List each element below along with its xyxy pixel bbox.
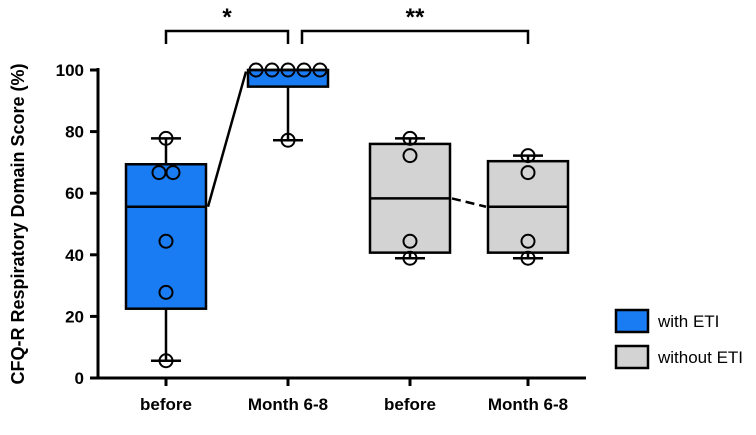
- x-tick-label: Month 6-8: [248, 395, 328, 414]
- box-with-eti: [246, 68, 330, 88]
- legend-swatch: [614, 308, 650, 334]
- median-connector-with-eti: [206, 71, 248, 208]
- data-point: [165, 165, 181, 181]
- y-tick-label: 60: [65, 184, 84, 203]
- significance-bracket: [300, 29, 530, 44]
- y-tick-label: 80: [65, 123, 84, 142]
- box-with-eti: [124, 162, 208, 310]
- legend-label: without ETI: [657, 348, 743, 367]
- data-point: [402, 233, 418, 249]
- legend-label: with ETI: [657, 312, 719, 331]
- data-point: [248, 62, 264, 78]
- y-axis-title: CFQ-R Respiratory Domain Score (%): [8, 63, 28, 384]
- x-tick-label: before: [140, 395, 192, 414]
- data-point: [158, 130, 174, 146]
- y-tick-label: 40: [65, 246, 84, 265]
- significance-label: *: [222, 4, 232, 31]
- data-point: [158, 233, 174, 249]
- data-point: [520, 233, 536, 249]
- y-tick-label: 0: [75, 369, 84, 388]
- median-connector-without-eti: [451, 197, 487, 208]
- data-point: [264, 62, 280, 78]
- y-tick-label: 20: [65, 307, 84, 326]
- x-tick-label: Month 6-8: [488, 395, 568, 414]
- data-point: [280, 62, 296, 78]
- data-point: [312, 62, 328, 78]
- data-point: [402, 148, 418, 164]
- data-point: [280, 132, 296, 148]
- data-point: [520, 148, 536, 164]
- y-tick-label: 100: [56, 61, 84, 80]
- data-point: [158, 284, 174, 300]
- data-point: [402, 130, 418, 146]
- significance-bracket: [164, 29, 290, 44]
- data-point: [520, 165, 536, 181]
- data-point: [520, 250, 536, 266]
- legend-swatch: [614, 344, 650, 370]
- significance-label: **: [406, 4, 425, 31]
- data-point: [158, 353, 174, 369]
- data-point: [296, 62, 312, 78]
- plot-area: 0 20 40 60 80 100 before Month 6-8 before Month 6…: [56, 4, 743, 414]
- data-point: [402, 250, 418, 266]
- x-tick-label: before: [384, 395, 436, 414]
